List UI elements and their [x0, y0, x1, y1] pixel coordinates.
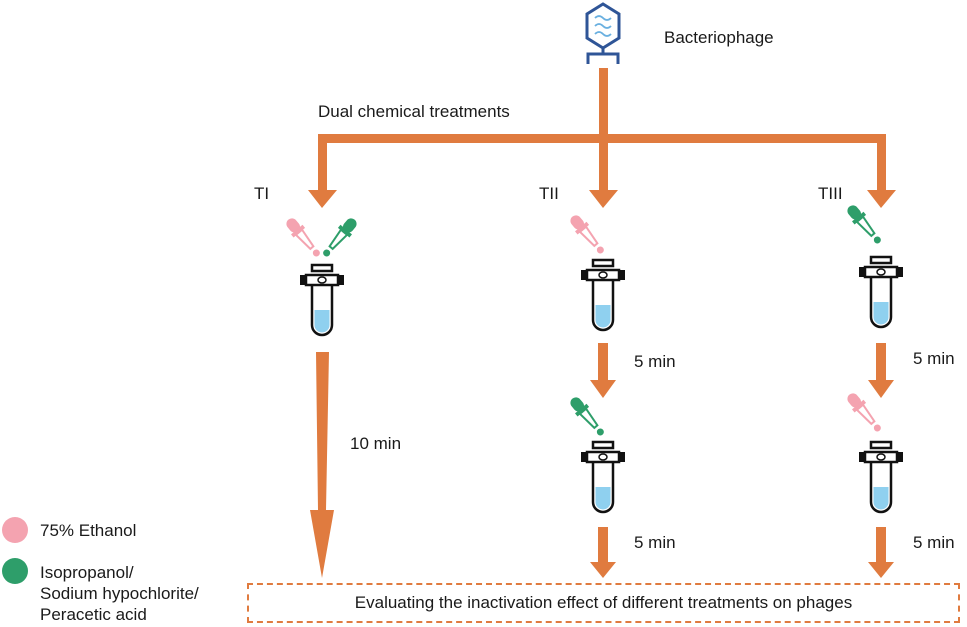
time-label: 5 min	[634, 533, 676, 552]
result-text: Evaluating the inactivation effect of di…	[354, 593, 853, 612]
legend-line: Sodium hypochlorite/	[40, 584, 199, 603]
time-label: 10 min	[350, 434, 402, 453]
test-tube-icon	[857, 255, 905, 329]
legend-ethanol-label: 75% Ethanol	[40, 521, 137, 540]
test-tube-icon	[579, 440, 627, 514]
test-tube-icon	[857, 440, 905, 514]
time-label: 5 min	[634, 352, 676, 371]
legend-line: Isopropanol/	[40, 563, 134, 582]
legend-line: Peracetic acid	[40, 605, 147, 624]
bacteriophage-label: Bacteriophage	[664, 28, 774, 47]
test-tube-icon	[298, 263, 346, 337]
time-label: 5 min	[913, 349, 955, 368]
legend-other-swatch	[2, 558, 28, 584]
arrows	[308, 68, 896, 578]
dropper-ethanol-icon	[282, 214, 325, 261]
treatment-label-tiii: TIII	[818, 184, 843, 203]
bacteriophage-icon	[585, 2, 621, 64]
treatment-label-ti: TI	[254, 184, 270, 203]
legend-ethanol-swatch	[2, 517, 28, 543]
treatment-label-tii: TII	[539, 184, 559, 203]
dropper-other-icon	[318, 214, 361, 261]
legend-other-label: Isopropanol/ Sodium hypochlorite/ Perace…	[40, 562, 199, 625]
dropper-ethanol-icon	[566, 211, 609, 258]
dropper-other-icon	[843, 201, 886, 248]
dropper-ethanol-icon	[843, 389, 886, 436]
result-box: Evaluating the inactivation effect of di…	[247, 583, 960, 623]
dropper-other-icon	[566, 393, 609, 440]
branch-label: Dual chemical treatments	[318, 102, 510, 121]
time-label: 5 min	[913, 533, 955, 552]
test-tube-icon	[579, 258, 627, 332]
